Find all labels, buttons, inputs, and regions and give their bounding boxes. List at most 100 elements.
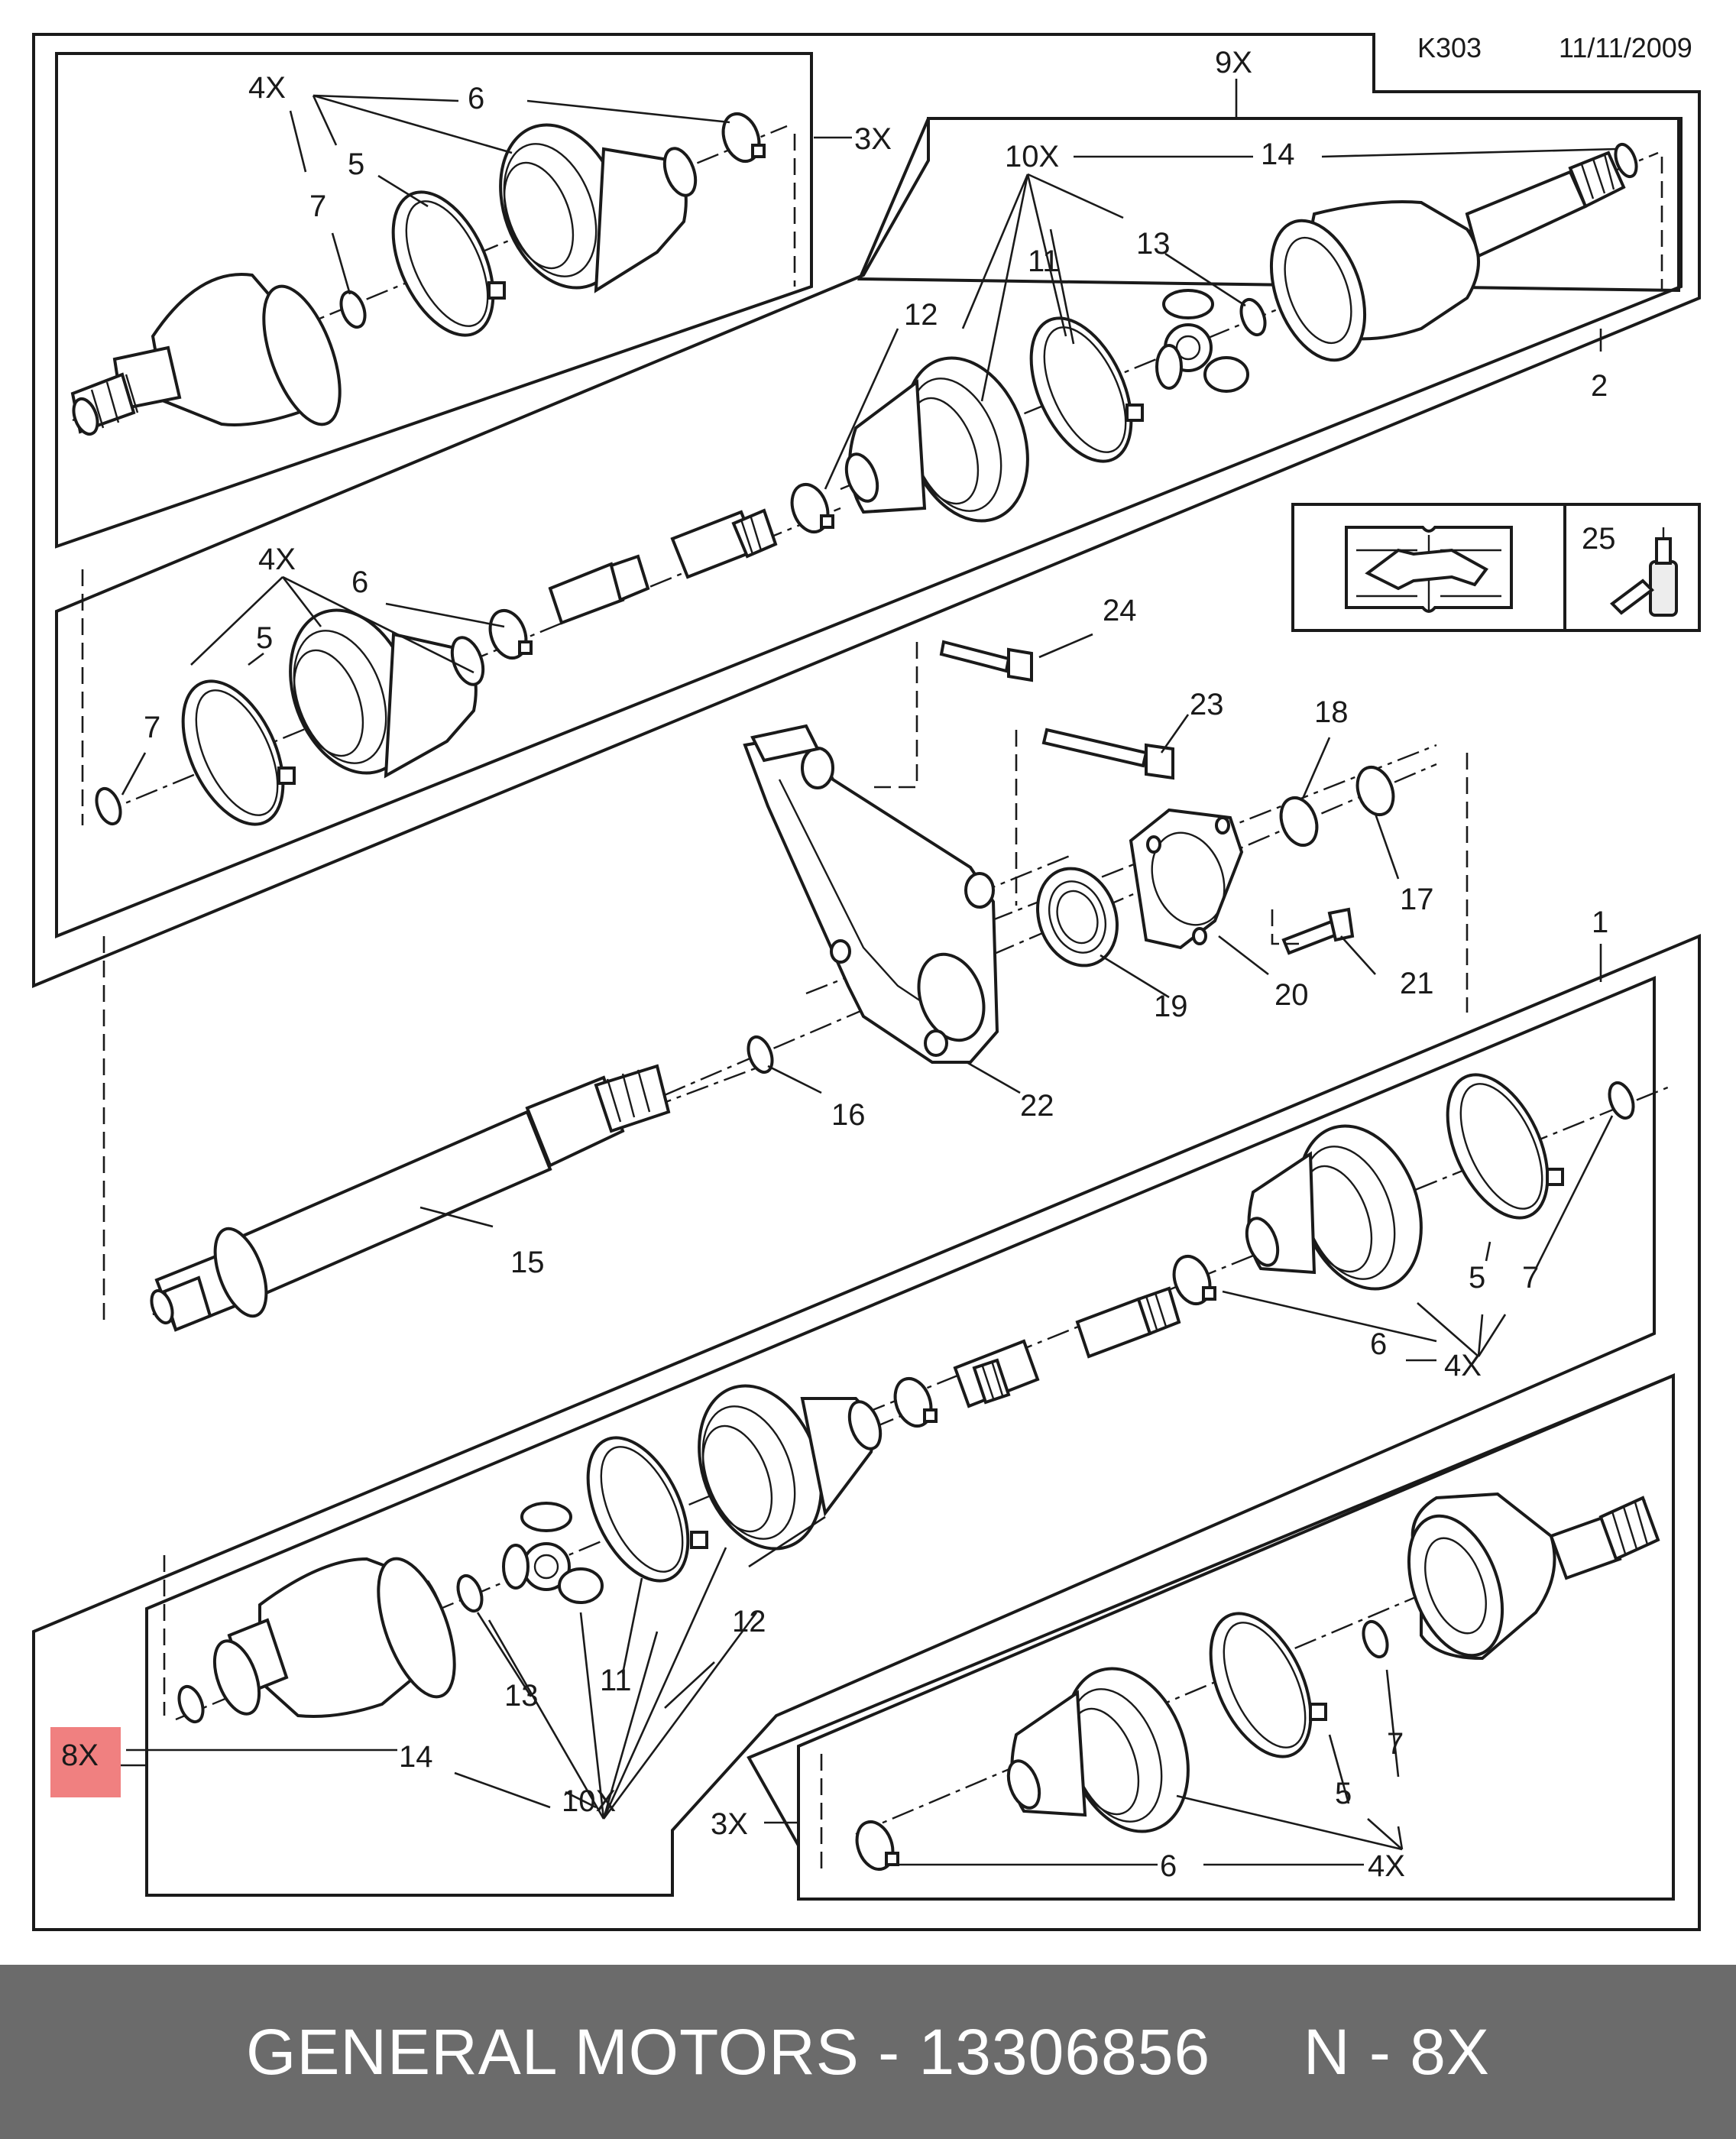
boot-clamp-11 <box>1029 316 1144 463</box>
label-16: 16 <box>831 1098 866 1132</box>
inner-joint-boot <box>844 356 1029 523</box>
label-12-b: 12 <box>732 1605 766 1638</box>
quantity-highlight-box <box>50 1727 121 1797</box>
outer-joint-boot-lower-right <box>1245 1124 1423 1291</box>
label-21: 21 <box>1400 967 1434 1000</box>
label-7-b: 7 <box>144 711 160 744</box>
label-14-b: 14 <box>399 1740 433 1774</box>
snap-ring-13 <box>1239 297 1267 337</box>
label-5-d: 5 <box>1335 1777 1352 1810</box>
lower-outer-joint-box-2 <box>797 1373 1675 1901</box>
label-5-b: 5 <box>256 621 273 655</box>
label-18: 18 <box>1314 695 1349 729</box>
shaft-splines-lower <box>953 1286 1181 1408</box>
lower-outer-joint-group <box>820 1492 1660 1871</box>
upper-inner-joint-box-2 <box>55 117 1683 938</box>
label-11-a: 11 <box>1028 245 1060 278</box>
label-4x-d: 4X <box>1368 1849 1405 1883</box>
label-7-c: 7 <box>1522 1261 1539 1295</box>
boot-clamp-small <box>721 112 766 163</box>
support-bracket <box>743 724 999 1064</box>
boot-clamp-small-lower-right <box>1172 1255 1216 1305</box>
upper-outer-cv-joint-group <box>70 112 796 436</box>
o-ring-18 <box>1279 796 1319 847</box>
snap-ring-13-lower <box>456 1573 484 1613</box>
label-7-d: 7 <box>1387 1727 1404 1761</box>
label-20: 20 <box>1274 978 1309 1012</box>
inner-joint-boot-lower <box>698 1384 883 1551</box>
right-dashes <box>1271 753 1469 1013</box>
bearing-housing-20 <box>1129 808 1244 950</box>
intermediate-shaft <box>150 1064 671 1332</box>
label-10x-a: 10X <box>1005 140 1059 173</box>
snap-ring-16 <box>747 1035 774 1074</box>
label-13-b: 13 <box>504 1679 539 1713</box>
label-6-c: 6 <box>1370 1327 1387 1361</box>
outer-cv-joint-housing <box>70 273 342 436</box>
tripod-spider-lower <box>502 1502 604 1604</box>
label-6-d: 6 <box>1160 1849 1177 1883</box>
label-6-a: 6 <box>468 82 484 115</box>
retaining-ring-lower-right <box>1608 1081 1635 1120</box>
label-23: 23 <box>1190 688 1224 721</box>
intermediate-shaft-group <box>102 640 1469 1332</box>
leader-lines <box>121 79 1617 1866</box>
footer-banner: GENERAL MOTORS - 13306856 N - 8X <box>0 1965 1736 2139</box>
lower-inner-joint-box <box>145 975 1656 1897</box>
service-manual-icon <box>1345 526 1513 613</box>
label-5-a: 5 <box>348 147 364 181</box>
diagram-date: 11/11/2009 <box>1559 32 1692 63</box>
lower-right-joint-group <box>1172 1073 1635 1305</box>
footer-part-number: GENERAL MOTORS - 13306856 N - 8X <box>246 2015 1490 2088</box>
label-24: 24 <box>1103 594 1137 627</box>
part-labels: 4X 6 5 7 3X 9X 10X 14 13 11 12 2 4X 6 5 … <box>61 46 1608 1883</box>
part-label-25: 25 <box>1582 522 1616 556</box>
outer-joint-boot-lower <box>1006 1667 1190 1833</box>
retaining-ring-mid <box>95 786 122 826</box>
boot-clamp-small-lower <box>855 1820 899 1871</box>
lower-inner-joint-group <box>163 1286 1181 1724</box>
label-17: 17 <box>1400 883 1434 916</box>
outer-joint-boot <box>499 123 698 293</box>
shaft-splines-upper <box>548 508 778 625</box>
special-tools-box: 25 <box>1291 503 1701 632</box>
label-4x-a: 4X <box>248 71 286 105</box>
label-7-a: 7 <box>309 190 326 223</box>
snap-ring-14-lower <box>177 1684 205 1724</box>
lubricant-bottle-icon <box>1609 527 1678 617</box>
boot-clamp-small-mid <box>488 609 533 660</box>
label-14-a: 14 <box>1261 138 1295 171</box>
label-8x: 8X <box>61 1739 99 1772</box>
label-5-c: 5 <box>1469 1261 1485 1295</box>
o-ring-17 <box>1355 766 1395 816</box>
label-12-a: 12 <box>904 298 938 332</box>
boot-clamp-large-mid <box>181 679 296 826</box>
snap-ring-14 <box>1614 142 1638 179</box>
label-3x-b: 3X <box>711 1807 748 1841</box>
boot-clamp-11-lower <box>586 1436 708 1583</box>
bearing-19 <box>1036 867 1119 967</box>
outer-cv-joint-housing-lower <box>1407 1492 1660 1661</box>
label-4x-c: 4X <box>1444 1349 1482 1382</box>
tripod-joint-housing <box>1269 151 1626 362</box>
bolt-24 <box>939 640 1033 682</box>
label-22: 22 <box>1020 1089 1054 1123</box>
upper-outer-joint-box <box>55 52 813 549</box>
retaining-ring <box>339 290 367 329</box>
label-19: 19 <box>1154 990 1188 1023</box>
bolt-21 <box>1281 907 1355 955</box>
label-4x-b: 4X <box>258 543 296 576</box>
label-2: 2 <box>1591 369 1608 403</box>
upper-inner-joint-group <box>790 142 1663 533</box>
label-9x: 9X <box>1215 46 1252 79</box>
outer-joint-boot-mid <box>289 608 485 779</box>
drive-shaft-exploded-diagram: K303 11/11/2009 25 <box>32 32 1701 1931</box>
diagram-code: K303 <box>1417 32 1482 63</box>
diagram-frames <box>32 33 1701 1931</box>
bolt-23 <box>1041 728 1174 780</box>
boot-clamp-large <box>391 190 506 337</box>
upper-middle-joint-group <box>81 508 778 826</box>
retaining-ring-lower <box>1362 1619 1389 1659</box>
label-15: 15 <box>510 1246 545 1279</box>
boot-clamp-12-lower <box>893 1377 938 1428</box>
